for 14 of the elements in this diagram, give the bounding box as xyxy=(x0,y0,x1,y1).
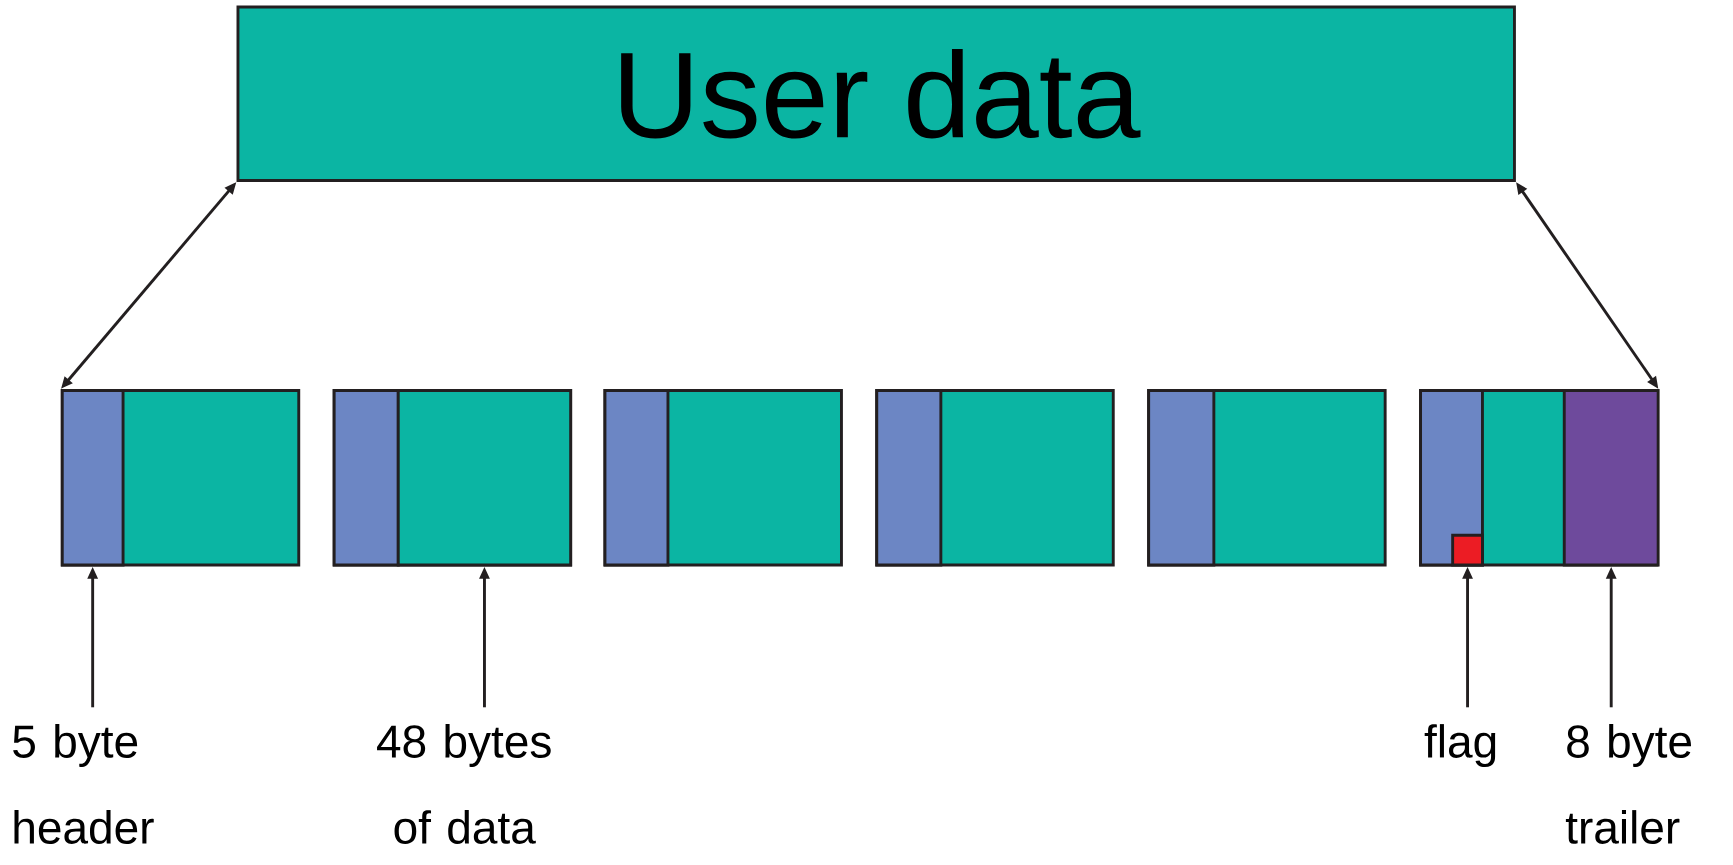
label-text: 5 byte header xyxy=(13,724,154,844)
label-text: 8 byte trailer xyxy=(1565,724,1691,844)
label-text: flag xyxy=(1424,724,1496,767)
header-segment xyxy=(875,389,943,567)
header-segment xyxy=(332,389,400,567)
label-text: 48 bytes of data xyxy=(377,724,551,844)
header-segment xyxy=(1419,389,1484,567)
header-segment xyxy=(60,389,125,567)
user-data-box: User data xyxy=(236,5,1516,182)
header-segment xyxy=(603,389,670,567)
trailer-segment xyxy=(1562,389,1660,567)
flag-square xyxy=(1451,533,1484,567)
payload-segment xyxy=(396,389,573,567)
header-segment xyxy=(1147,389,1216,567)
